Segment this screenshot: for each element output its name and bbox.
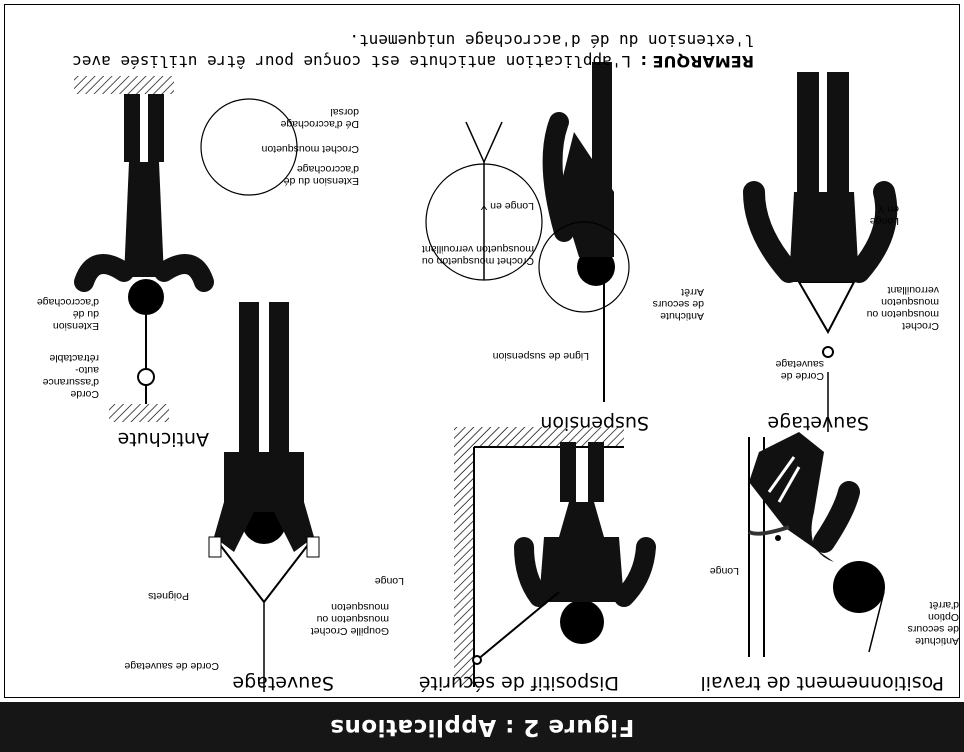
label-fall-arrest-backup: Antichute de secours Arrêt [653, 286, 704, 322]
worker-restraint-figure [454, 427, 646, 687]
worker-head [833, 561, 885, 613]
label-fall-arrest-option: Antichute de secours Option d'arrêt [908, 599, 959, 647]
lanyard-line [477, 592, 559, 660]
label-snaphook: Crochet mousqueton ou mousqueton verroui… [867, 284, 939, 332]
panel-title-suspension: Suspension [540, 412, 649, 434]
label-snaphook: Crochet mousqueton ou mousqueton verroui… [422, 243, 534, 267]
note-prefix: REMARQUE : [641, 52, 754, 71]
label-pin-snaphook: Goupille Crochet mousqueton ou mousqueto… [311, 601, 389, 637]
wall [454, 447, 474, 687]
panel-title-rescue: Sauvetage [767, 412, 869, 434]
worker-head [560, 600, 604, 644]
label-y-lanyard: Longe en Y [480, 200, 534, 212]
panel-title-positioning: Positionnement de travail [700, 672, 944, 694]
label-rescue-rope: Corde de sauvetage [776, 358, 824, 382]
panel-title-restraint: Dispositif de sécurité [419, 672, 619, 694]
anchor-floor [109, 404, 169, 422]
lanyard-line [749, 527, 789, 534]
panel-title-rescue-bar: Sauvetage [232, 672, 334, 694]
label-dorsal-d-ring: Dé d'accrochage dorsal [281, 106, 359, 130]
worker-positioning-figure [749, 432, 885, 657]
label-lifeline: Corde d'assurance auto- rétractable [43, 352, 99, 400]
label-lanyard: Longe [710, 565, 739, 577]
label-rescue-rope: Corde de sauvetage [124, 660, 219, 672]
label-d-ring-extension-detail: Extension du dé d'accrochage [284, 163, 359, 187]
label-lanyard: Longe [375, 575, 404, 587]
label-handles: Poignets [148, 590, 189, 602]
panel-title-fall-arrest: Antichute [118, 428, 209, 450]
label-d-ring-extension: Extension du dé d'accrochage [37, 296, 99, 332]
worker-head [128, 279, 164, 315]
anchor-ceiling [74, 76, 174, 94]
label-y-lanyard: Longe en Y [870, 203, 899, 227]
label-snaphook: Crochet mousqueton [262, 143, 359, 155]
note-text: REMARQUE : L'application antichute est c… [14, 30, 754, 72]
worker-fall-arrest-figure [74, 76, 297, 422]
worker-rescue-bar-figure [209, 302, 319, 692]
label-suspension-line: Ligne de suspension [493, 350, 589, 362]
